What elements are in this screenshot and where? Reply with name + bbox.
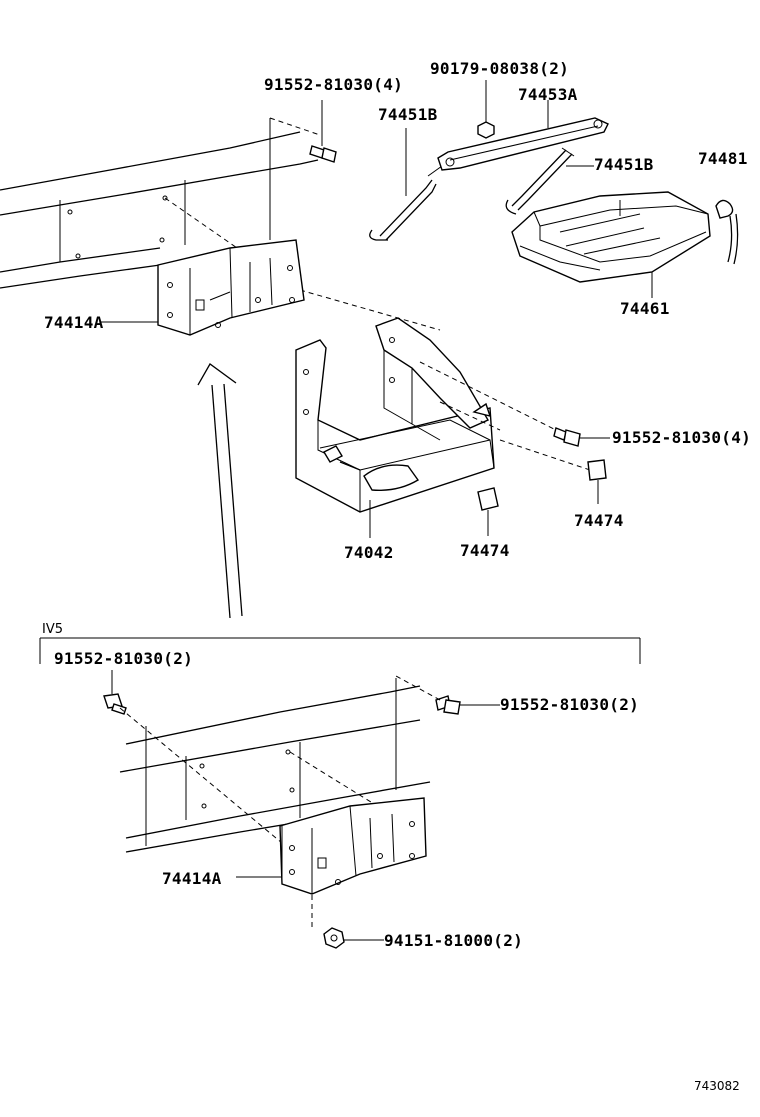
bolt-91552-right-icon[interactable] bbox=[553, 427, 581, 447]
label-74474-center: 74474 bbox=[460, 541, 510, 560]
battery-carrier-74042[interactable] bbox=[295, 317, 495, 513]
bracket-74414A-top[interactable] bbox=[157, 239, 305, 336]
label-90179-nut: 90179-08038(2) bbox=[430, 59, 569, 78]
bolt-91552-top-icon[interactable] bbox=[309, 145, 337, 163]
label-91552-iv5-left: 91552-81030(2) bbox=[54, 649, 193, 668]
clamp-74453A[interactable] bbox=[437, 117, 609, 171]
reference-number: 743082 bbox=[694, 1079, 740, 1093]
label-74451B-left: 74451B bbox=[378, 105, 438, 124]
label-94151-nut: 94151-81000(2) bbox=[384, 931, 523, 950]
label-91552-iv5-right: 91552-81030(2) bbox=[500, 695, 639, 714]
label-74453A: 74453A bbox=[518, 85, 578, 104]
label-74414A-iv5: 74414A bbox=[162, 869, 222, 888]
bolt-91552-iv5-left-icon[interactable] bbox=[103, 693, 127, 715]
bracket-74414A-iv5[interactable] bbox=[279, 797, 427, 895]
frame-rail-iv5 bbox=[119, 678, 431, 853]
battery-tray-74461[interactable] bbox=[511, 191, 711, 283]
cover-tab-74481[interactable] bbox=[715, 199, 739, 265]
pad-74474-center-icon[interactable] bbox=[477, 487, 499, 511]
bolt-91552-iv5-right-icon[interactable] bbox=[435, 695, 461, 715]
nut-90179-icon[interactable] bbox=[477, 121, 495, 139]
label-74414A-top: 74414A bbox=[44, 313, 104, 332]
label-91552-bolt-right: 91552-81030(4) bbox=[612, 428, 751, 447]
section-bracket-iv5 bbox=[39, 637, 641, 664]
label-74481: 74481 bbox=[698, 149, 748, 168]
label-74461: 74461 bbox=[620, 299, 670, 318]
label-74451B-right: 74451B bbox=[594, 155, 654, 174]
label-91552-bolt-top: 91552-81030(4) bbox=[264, 75, 403, 94]
nut-94151-icon[interactable] bbox=[323, 927, 345, 949]
rod-74451B-left[interactable] bbox=[369, 165, 443, 241]
label-74042: 74042 bbox=[344, 543, 394, 562]
label-74474-right: 74474 bbox=[574, 511, 624, 530]
rod-74451B-right[interactable] bbox=[505, 147, 575, 215]
arrow-up-icon bbox=[197, 363, 243, 619]
frame-rail-top bbox=[0, 118, 319, 289]
section-label-iv5: IV5 bbox=[42, 622, 63, 637]
pad-74474-right-icon[interactable] bbox=[587, 459, 607, 481]
